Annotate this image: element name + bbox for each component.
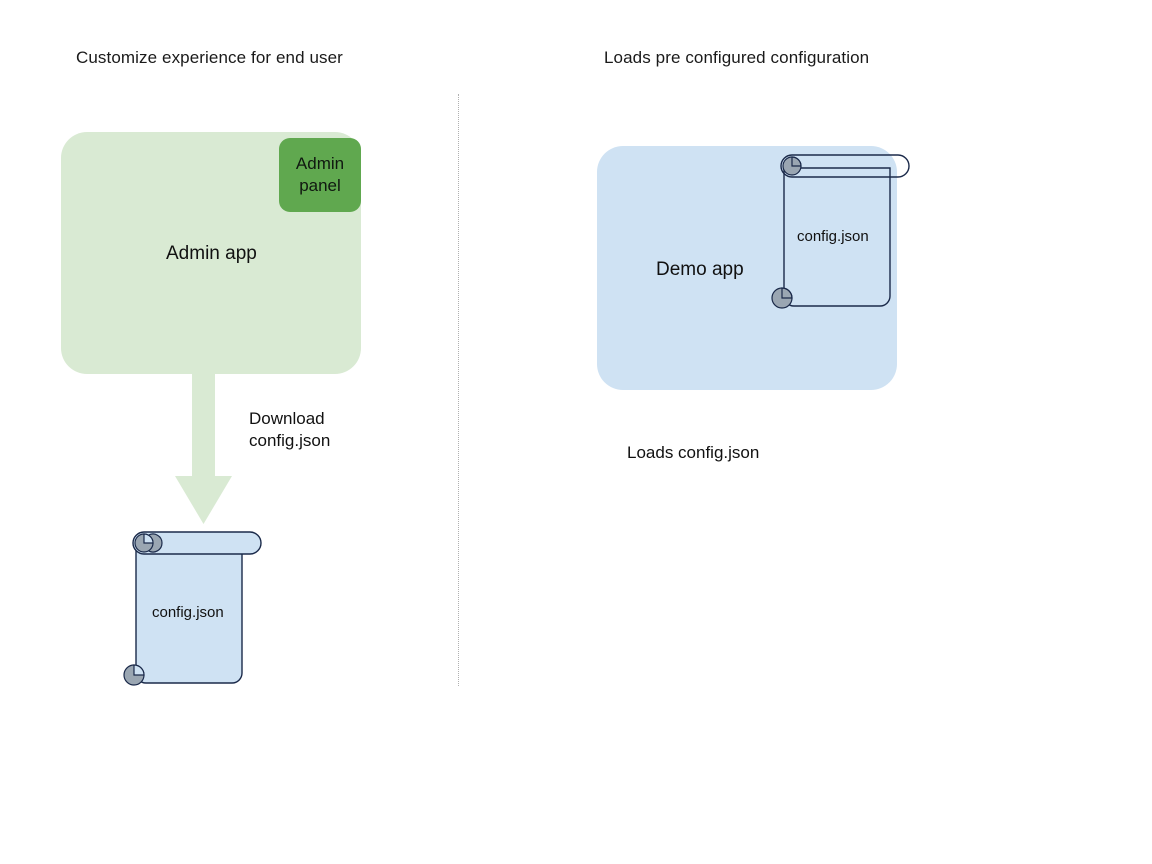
column-divider (458, 94, 459, 686)
admin-panel-label: Admin panel (295, 154, 345, 195)
admin-app-label: Admin app (166, 243, 257, 264)
left-column-title: Customize experience for end user (76, 48, 343, 67)
loads-config-caption: Loads config.json (627, 443, 760, 462)
config-json-document-left[interactable] (118, 527, 268, 692)
demo-app-box (597, 146, 897, 390)
config-json-document-right[interactable] (766, 150, 916, 315)
download-arrow-icon (175, 368, 232, 524)
admin-panel-chip[interactable]: Admin panel (279, 138, 361, 212)
demo-app-label: Demo app (656, 259, 744, 280)
config-json-label-right: config.json (797, 228, 869, 245)
download-arrow-label: Download config.json (249, 409, 331, 450)
config-json-label-left: config.json (152, 604, 224, 621)
right-column-title: Loads pre configured configuration (604, 48, 870, 67)
